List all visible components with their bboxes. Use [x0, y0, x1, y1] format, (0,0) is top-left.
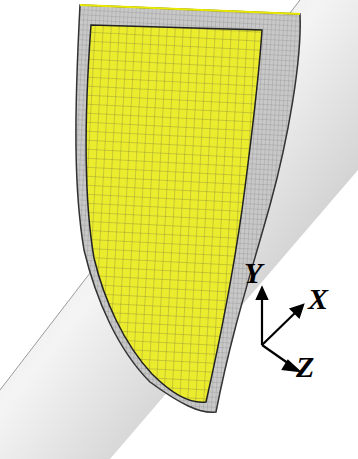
- blade-outer-mesh: [76, 5, 300, 412]
- axis-label: Y: [244, 258, 262, 288]
- axis-label: Z: [296, 352, 314, 382]
- blade-tip-edge: [80, 5, 300, 14]
- axis-label: X: [308, 284, 328, 314]
- blade-inner-mesh: [86, 25, 262, 402]
